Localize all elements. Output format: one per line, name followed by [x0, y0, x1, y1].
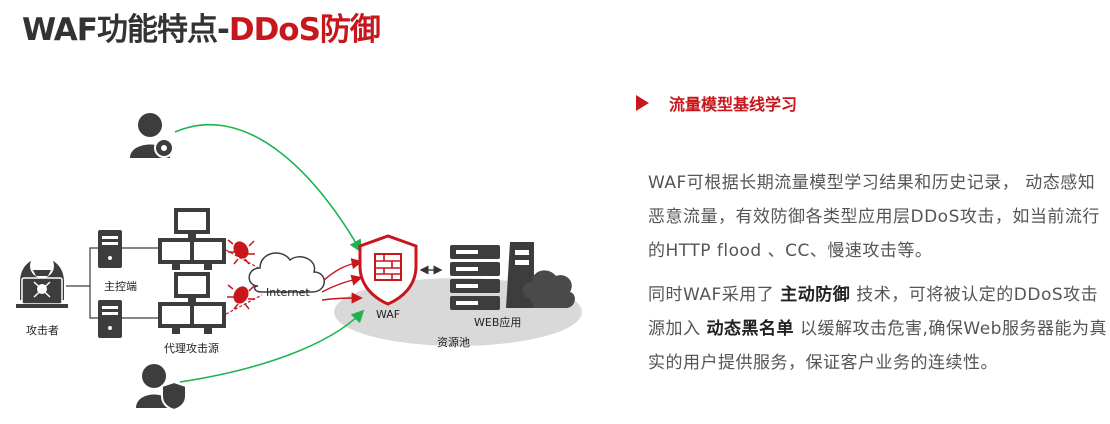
dynamic-blacklist-term: 动态黑名单	[706, 319, 794, 339]
triangle-bullet-icon	[636, 95, 649, 111]
diagram-canvas	[16, 113, 582, 412]
user-shield-icon	[136, 364, 187, 412]
title-prefix: WAF功能特点-	[22, 12, 230, 48]
internet-label: Internet	[266, 286, 310, 299]
hacker-icon	[16, 254, 68, 308]
para2-part-e: 以缓解攻击危害,确保Web服务器能为真实的用户提供服务，保证客户业务的连续性。	[648, 319, 1107, 373]
bug-icon	[227, 239, 255, 310]
firewall-shield-icon	[358, 234, 418, 306]
title-accent: DDoS防御	[228, 12, 381, 48]
computer-cluster-upper	[158, 208, 226, 270]
page-title: WAF功能特点-DDoS防御	[22, 4, 381, 49]
pool-label: 资源池	[437, 336, 470, 349]
user-gear-icon	[130, 113, 174, 158]
master-label: 主控端	[104, 280, 137, 293]
waf-label: WAF	[376, 308, 401, 321]
attack-arrow-3	[321, 292, 363, 304]
web-app-label: WEB应用	[474, 316, 522, 329]
active-defense-term: 主动防御	[780, 285, 851, 305]
server-rack-icon	[450, 242, 575, 310]
para2-part-a: 同时WAF采用了	[648, 285, 775, 305]
user-to-waf-arrow	[179, 309, 365, 383]
internet-cloud-icon	[248, 252, 325, 293]
feature-description: 流量模型基线学习 WAF可根据长期流量模型学习结果和历史记录， 动态感知恶意流量…	[632, 90, 1110, 380]
attack-arrow-1	[321, 258, 363, 283]
admin-to-waf-arrow	[174, 124, 362, 253]
para2-part-c: 技术，可将被认定的DDoS攻击源加入	[648, 285, 1099, 339]
attacker-label: 攻击者	[26, 324, 59, 337]
feature-heading-row: 流量模型基线学习	[632, 90, 1110, 116]
proxy-label: 代理攻击源	[164, 342, 219, 355]
paragraph-baseline: WAF可根据长期流量模型学习结果和历史记录， 动态感知恶意流量，有效防御各类型应…	[648, 173, 1100, 261]
feature-heading: 流量模型基线学习	[669, 95, 798, 114]
computer-cluster-lower	[158, 272, 226, 334]
ddos-diagram: 攻击者 主控端 代理攻击源 Internet WAF WEB应用 资源池	[0, 60, 600, 424]
master-server-icon	[98, 230, 122, 338]
attack-arrow-2	[321, 274, 363, 293]
paragraph-active-defense: 同时WAF采用了主动防御技术，可将被认定的DDoS攻击源加入动态黑名单以缓解攻击…	[648, 278, 1108, 380]
